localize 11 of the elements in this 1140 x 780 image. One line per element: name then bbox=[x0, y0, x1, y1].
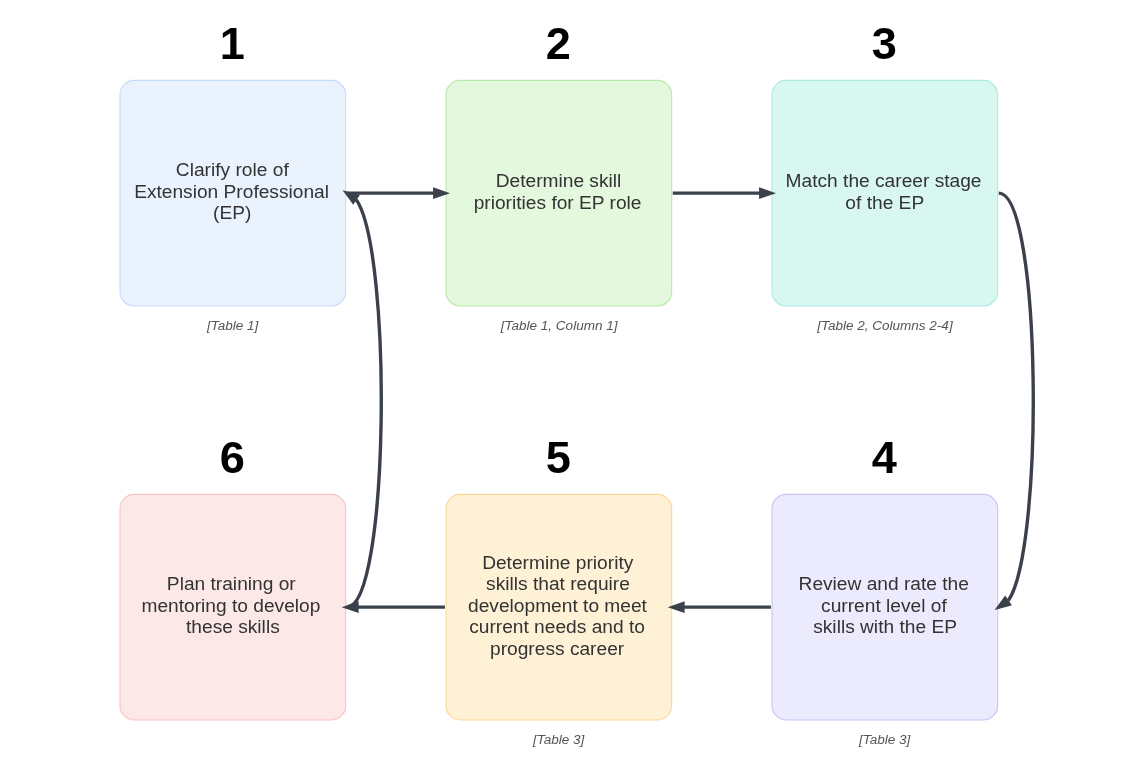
node-label: [Table 3] bbox=[532, 731, 585, 747]
node-label: 5 bbox=[545, 431, 571, 483]
node-label: 2 bbox=[545, 17, 571, 69]
node-label: 1 bbox=[219, 17, 245, 69]
node-label: 3 bbox=[871, 17, 897, 69]
node-label: 6 bbox=[219, 431, 245, 483]
node-label: [Table 2, Columns 2-4] bbox=[817, 317, 953, 333]
node-label: [Table 3] bbox=[858, 731, 911, 747]
node-label: [Table 1, Column 1] bbox=[500, 317, 618, 333]
node-label: [Table 1] bbox=[206, 317, 259, 333]
node-label: 4 bbox=[871, 431, 897, 483]
